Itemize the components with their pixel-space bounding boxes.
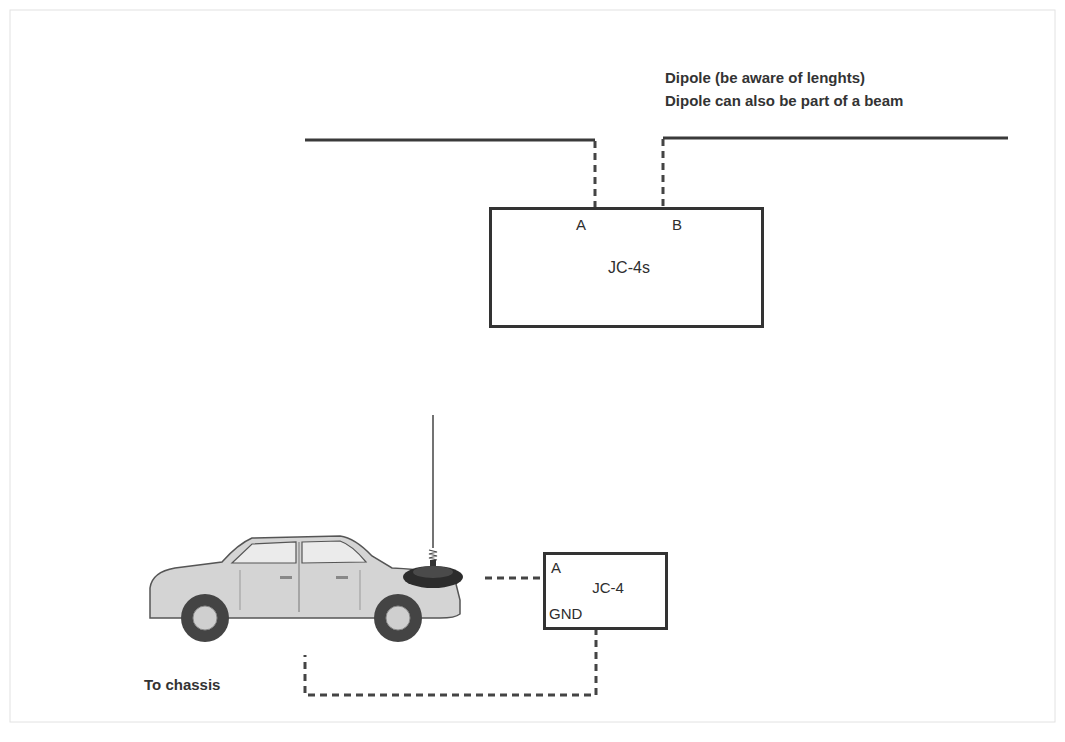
feed-wire	[594, 141, 597, 207]
note-label: To chassis	[144, 676, 220, 694]
pin-name: A	[551, 559, 561, 577]
ground-wire	[305, 628, 596, 695]
dipole-element	[663, 137, 1008, 140]
box-title: JC-4	[592, 579, 624, 597]
dipole-element	[305, 139, 595, 142]
tuner-box: A B JC-4s	[489, 207, 764, 328]
pin-name: GND	[549, 605, 582, 623]
feed-wire	[485, 577, 543, 580]
pin-name: B	[672, 216, 682, 234]
car	[150, 536, 460, 642]
note-label: Dipole can also be part of a beam	[665, 92, 903, 110]
note-label: Dipole (be aware of lenghts)	[665, 69, 865, 87]
mobile-antenna	[403, 415, 463, 588]
feed-wire	[662, 139, 665, 207]
pin-name: A	[576, 216, 586, 234]
tuner-box: A JC-4GND	[543, 552, 668, 630]
page-frame	[10, 10, 1055, 722]
box-title: JC-4s	[608, 259, 650, 277]
